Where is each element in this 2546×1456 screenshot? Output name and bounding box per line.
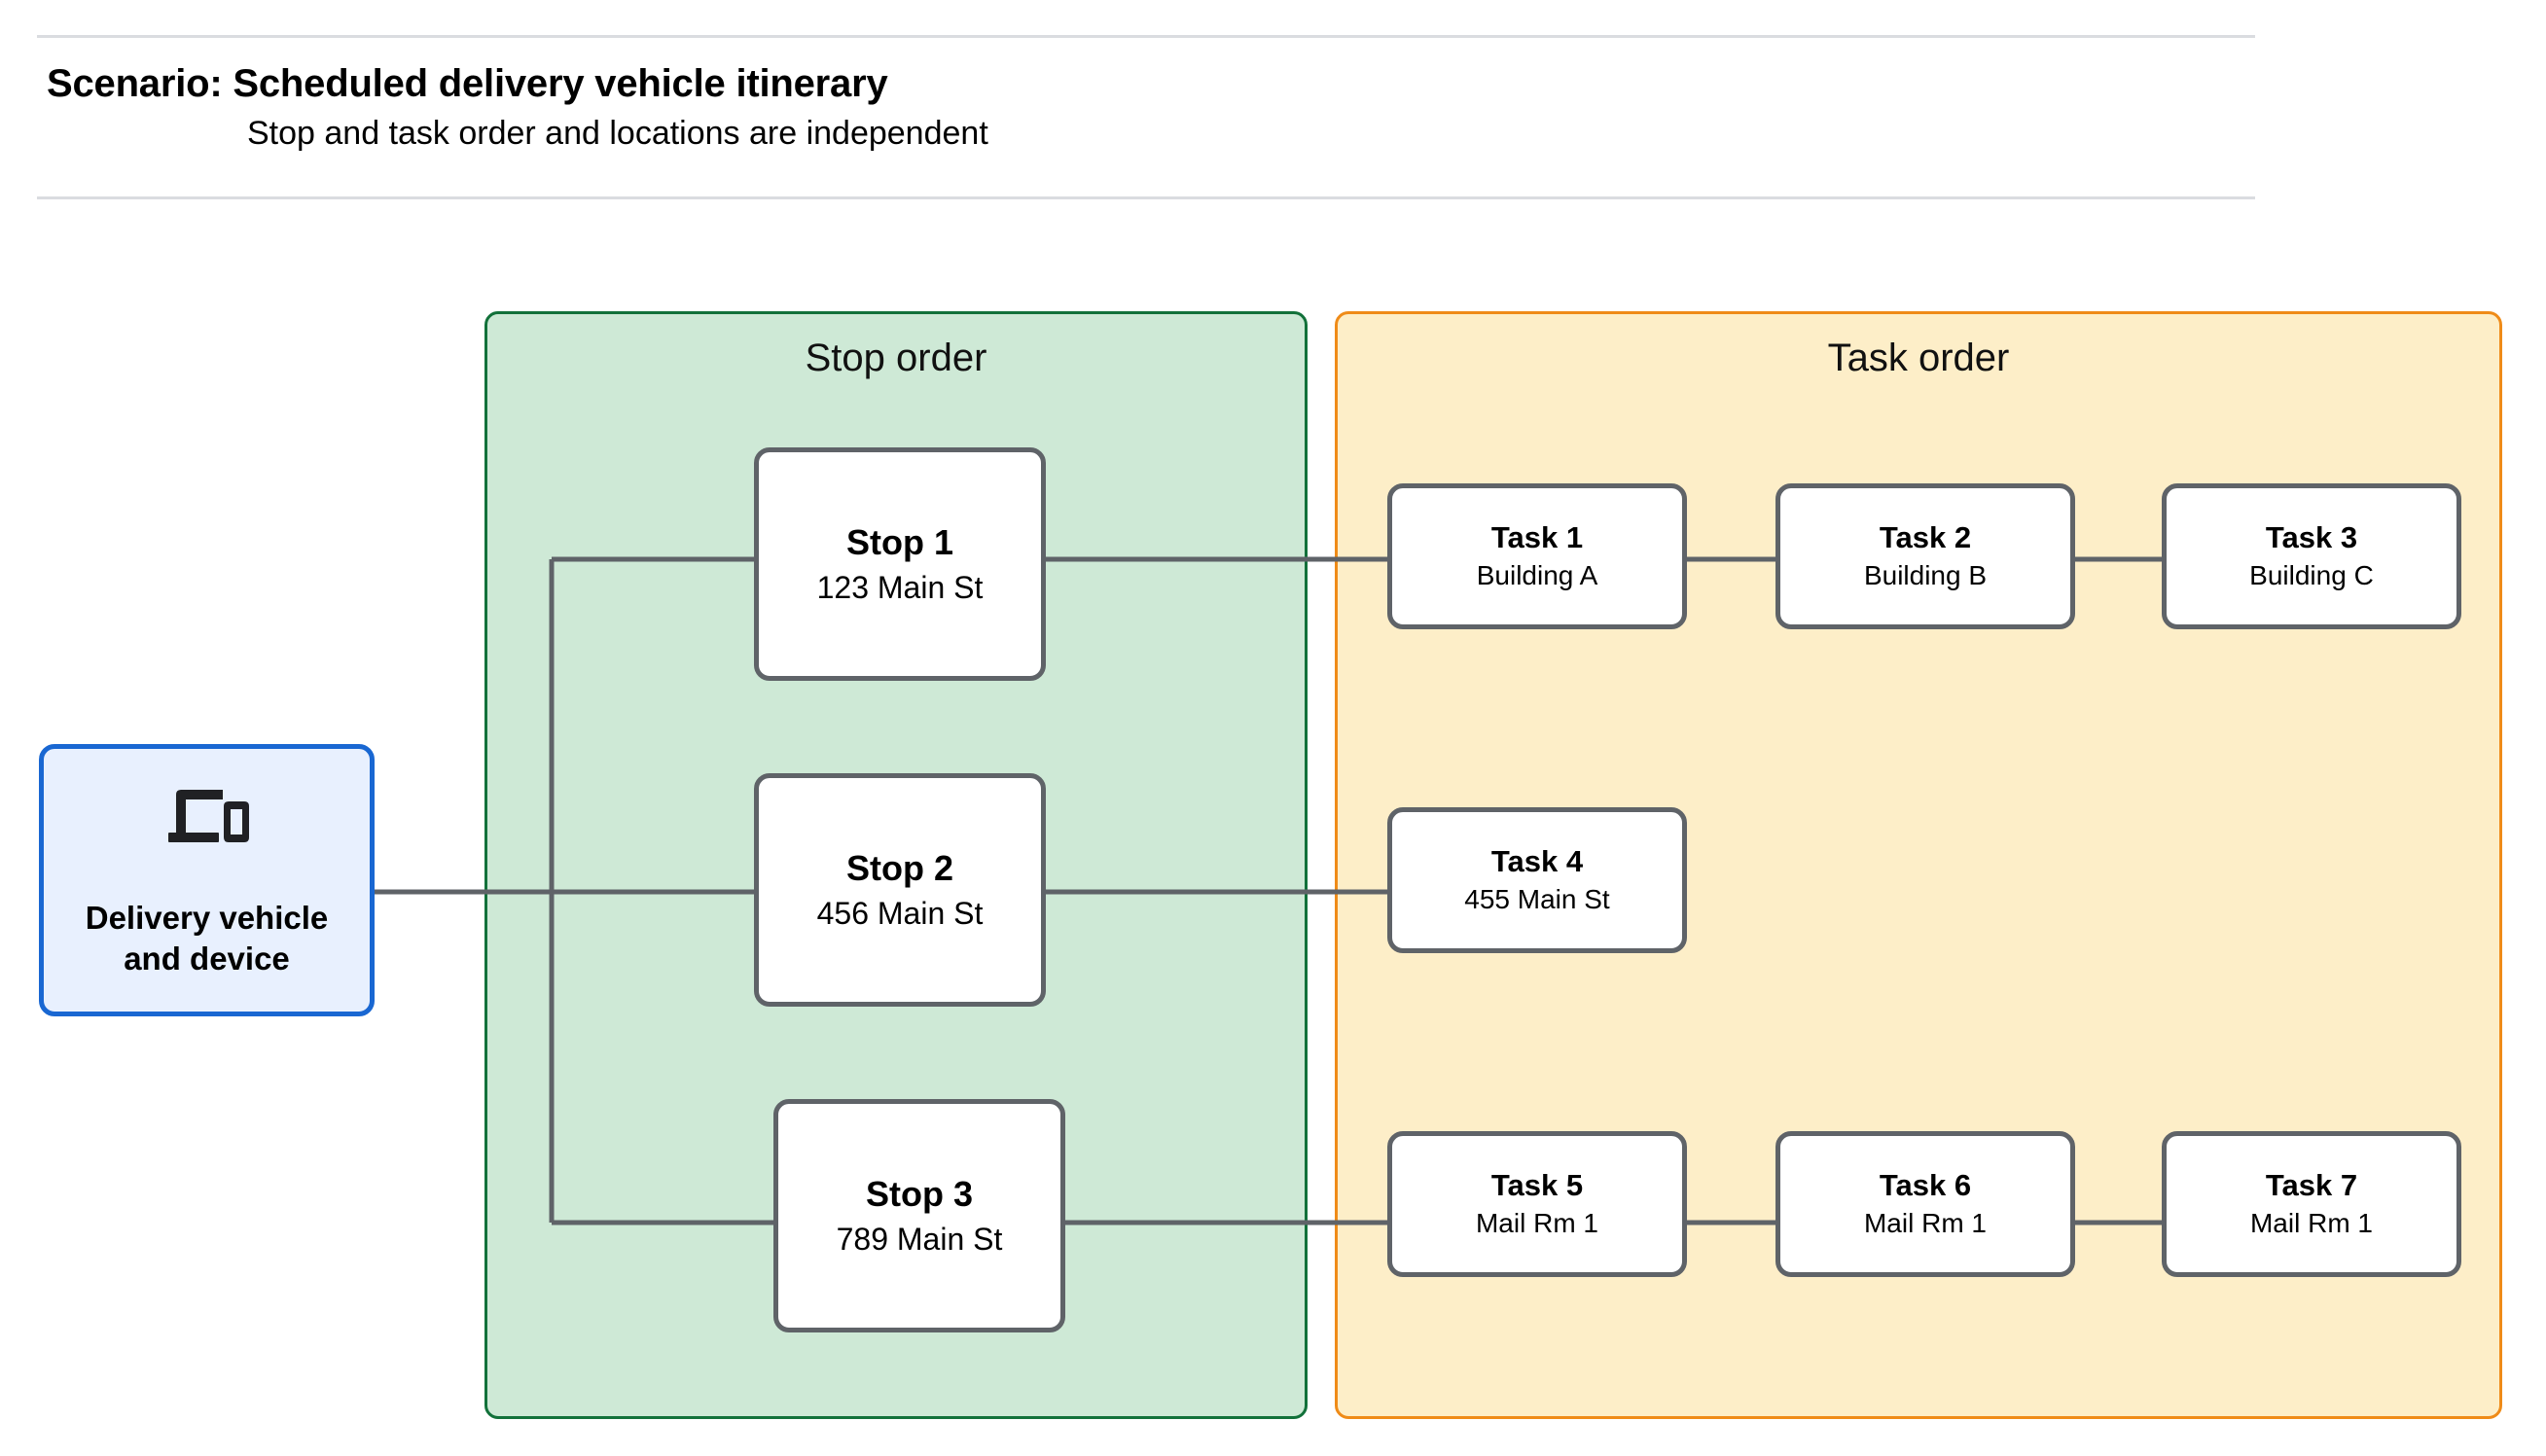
panel-stop-order-title: Stop order bbox=[805, 337, 987, 379]
node-delivery-vehicle[interactable]: Delivery vehicle and device bbox=[39, 744, 375, 1016]
node-task-2-title: Task 2 bbox=[1879, 520, 1972, 555]
page-title: Scenario: Scheduled delivery vehicle iti… bbox=[47, 62, 888, 105]
node-stop-2[interactable]: Stop 2 456 Main St bbox=[754, 773, 1046, 1007]
header-divider-bottom bbox=[37, 196, 2255, 199]
node-task-7-location: Mail Rm 1 bbox=[2249, 1208, 2373, 1239]
node-task-7[interactable]: Task 7 Mail Rm 1 bbox=[2162, 1131, 2461, 1277]
node-task-5-location: Mail Rm 1 bbox=[1475, 1208, 1598, 1239]
node-task-6-title: Task 6 bbox=[1879, 1168, 1972, 1203]
node-task-4-title: Task 4 bbox=[1490, 844, 1584, 879]
node-task-5-title: Task 5 bbox=[1490, 1168, 1584, 1203]
node-stop-1[interactable]: Stop 1 123 Main St bbox=[754, 447, 1046, 681]
node-stop-1-title: Stop 1 bbox=[845, 522, 953, 563]
node-task-4-location: 455 Main St bbox=[1464, 884, 1610, 915]
node-task-2[interactable]: Task 2 Building B bbox=[1775, 483, 2075, 629]
node-stop-1-location: 123 Main St bbox=[816, 569, 984, 605]
node-delivery-vehicle-label: Delivery vehicle and device bbox=[85, 899, 329, 977]
panel-task-order-title: Task order bbox=[1827, 337, 2010, 379]
node-stop-3[interactable]: Stop 3 789 Main St bbox=[773, 1099, 1065, 1332]
node-task-5[interactable]: Task 5 Mail Rm 1 bbox=[1387, 1131, 1687, 1277]
node-task-4[interactable]: Task 4 455 Main St bbox=[1387, 807, 1687, 953]
node-task-3-location: Building C bbox=[2249, 560, 2374, 591]
devices-icon bbox=[167, 789, 249, 842]
node-stop-3-title: Stop 3 bbox=[865, 1174, 973, 1215]
node-task-3-title: Task 3 bbox=[2265, 520, 2358, 555]
page-subtitle: Stop and task order and locations are in… bbox=[247, 115, 988, 152]
node-task-3[interactable]: Task 3 Building C bbox=[2162, 483, 2461, 629]
node-task-7-title: Task 7 bbox=[2265, 1168, 2358, 1203]
node-task-1-title: Task 1 bbox=[1490, 520, 1584, 555]
node-task-6[interactable]: Task 6 Mail Rm 1 bbox=[1775, 1131, 2075, 1277]
node-task-2-location: Building B bbox=[1863, 560, 1988, 591]
node-stop-2-location: 456 Main St bbox=[816, 895, 984, 931]
node-task-6-location: Mail Rm 1 bbox=[1863, 1208, 1987, 1239]
node-stop-2-title: Stop 2 bbox=[845, 848, 953, 889]
header-divider-top bbox=[37, 35, 2255, 38]
node-task-1-location: Building A bbox=[1476, 560, 1598, 591]
node-task-1[interactable]: Task 1 Building A bbox=[1387, 483, 1687, 629]
node-stop-3-location: 789 Main St bbox=[836, 1221, 1003, 1257]
